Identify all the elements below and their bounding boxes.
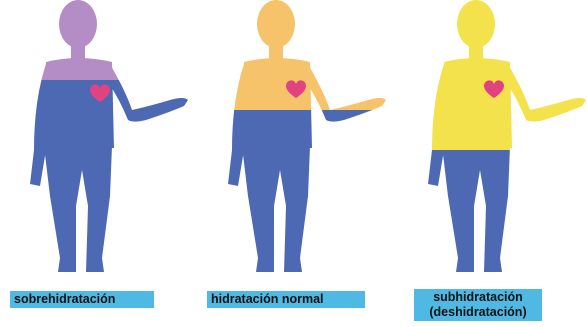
- body-underhydration: [398, 0, 587, 290]
- figure-underhydration: [398, 0, 587, 290]
- figure-normal-hydration: [198, 0, 398, 290]
- caption-underhydration-line1: subhidratación: [418, 290, 538, 305]
- figure-overhydration: [0, 0, 200, 290]
- lower-fluid-fill: [30, 0, 188, 272]
- caption-underhydration: subhidratación (deshidratación): [414, 289, 542, 321]
- upper-fluid-fill: [428, 0, 586, 272]
- caption-overhydration: sobrehidratación: [10, 291, 154, 308]
- body-overhydration: [0, 0, 200, 290]
- lower-fluid-fill: [228, 0, 386, 272]
- caption-underhydration-line2: (deshidratación): [418, 305, 538, 320]
- body-normal-hydration: [198, 0, 398, 290]
- caption-normal-hydration: hidratación normal: [207, 291, 365, 308]
